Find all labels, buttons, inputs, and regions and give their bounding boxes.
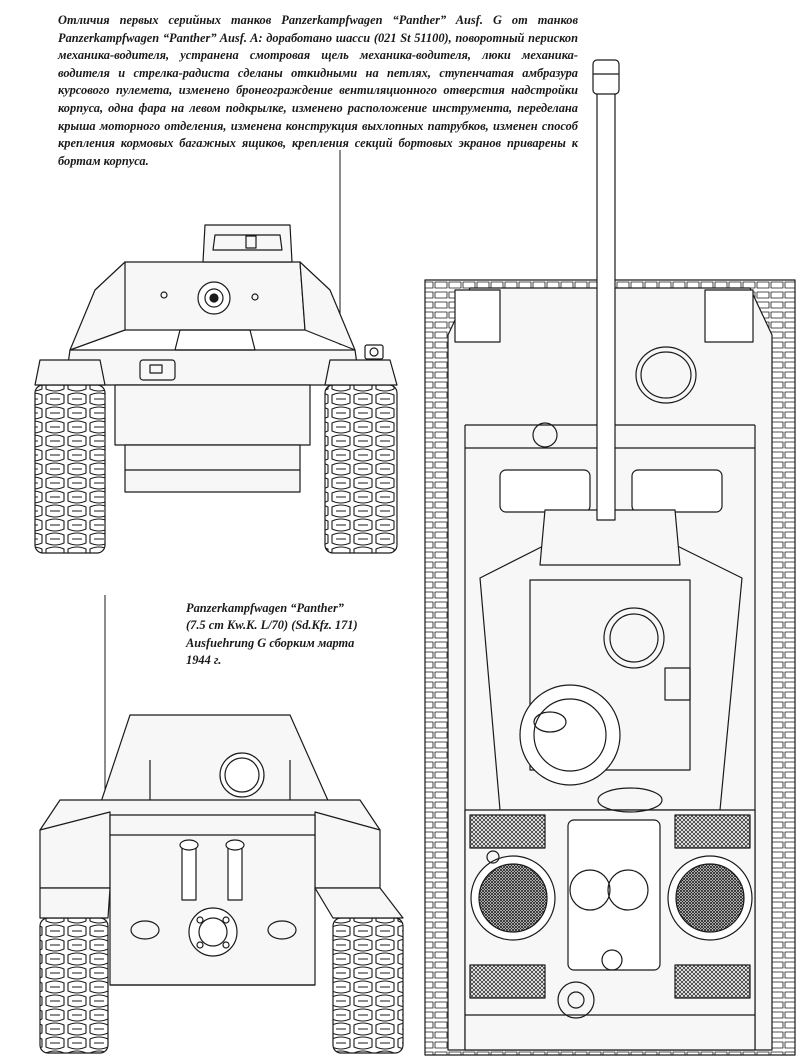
front-view <box>34 150 398 554</box>
plate-title-line-3: Ausfuehrung G сборким марта <box>186 635 355 650</box>
plate-title-line-4: 1944 г. <box>186 653 222 668</box>
plate-title-line-1: Panzerkampfwagen “Panther” <box>186 601 344 615</box>
plate-title-line-2: (7.5 cm Kw.K. L/70) (Sd.Kfz. 171) <box>186 618 358 633</box>
caption-text: Отличия первых серийных танков Panzerkam… <box>58 13 578 168</box>
rear-view <box>39 595 404 1054</box>
plate-title: Panzerkampfwagen “Panther” (7.5 cm Kw.K.… <box>186 600 386 670</box>
top-view <box>424 59 796 1056</box>
